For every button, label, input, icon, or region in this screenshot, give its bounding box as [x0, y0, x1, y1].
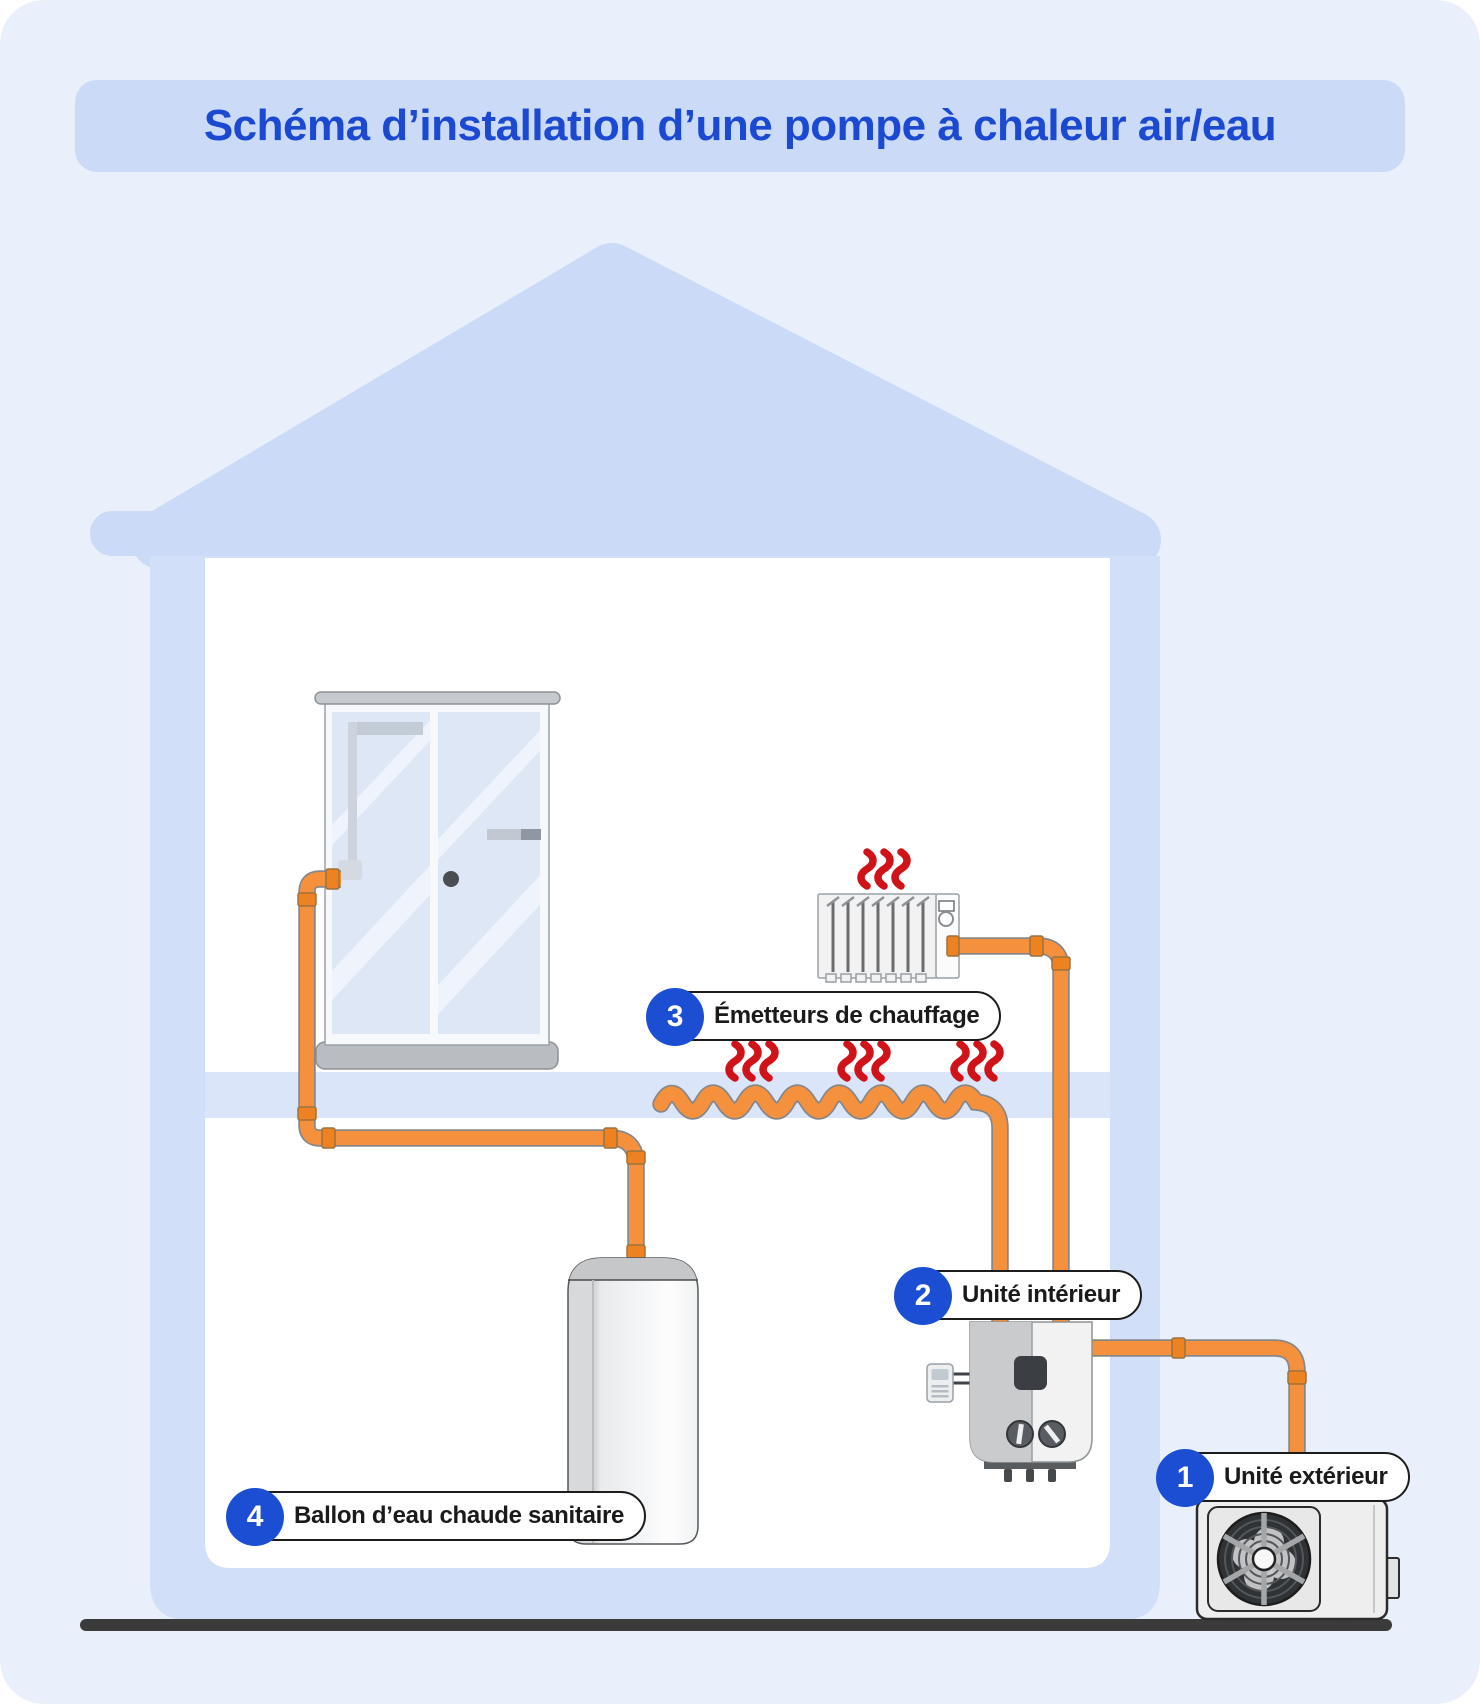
shower-head-icon — [338, 722, 423, 880]
label-text: Unité intérieur — [962, 1281, 1121, 1308]
knob-icon — [1006, 1420, 1034, 1448]
towel-bar-icon — [487, 829, 541, 840]
title-banner: Schéma d’installation d’une pompe à chal… — [75, 80, 1405, 172]
label-text: Ballon d’eau chaude sanitaire — [294, 1502, 625, 1529]
ground-line — [80, 1619, 1392, 1631]
glass-reflection — [332, 720, 430, 1001]
outdoor-heat-pump-unit — [1195, 1497, 1400, 1623]
number-badge: 3 — [646, 988, 704, 1046]
number-badge: 2 — [894, 1267, 952, 1325]
fan-icon — [1216, 1511, 1312, 1607]
underfloor-heating-pipe — [652, 1084, 1009, 1339]
control-display — [1014, 1356, 1047, 1390]
label-hot-water-tank: 4 Ballon d’eau chaude sanitaire — [226, 1488, 647, 1546]
pipe-shower-to-tank — [298, 870, 645, 1262]
label-indoor-unit: 2 Unité intérieur — [894, 1267, 1143, 1325]
label-text: Émetteurs de chauffage — [714, 1002, 980, 1029]
radiator — [817, 893, 960, 983]
indoor-heat-pump-unit — [926, 1321, 1093, 1482]
house-roof — [90, 243, 1161, 569]
knob-icon — [1038, 1420, 1066, 1448]
number-badge: 4 — [226, 1488, 284, 1546]
label-heat-emitters: 3 Émetteurs de chauffage — [646, 988, 1002, 1046]
page-title: Schéma d’installation d’une pompe à chal… — [203, 101, 1277, 150]
glass-reflection — [438, 730, 540, 1015]
thermostat — [926, 1363, 954, 1403]
label-outdoor-unit: 1 Unité extérieur — [1156, 1449, 1410, 1507]
pipe-couplings — [297, 868, 1307, 1385]
label-text: Unité extérieur — [1224, 1463, 1388, 1490]
number-badge: 1 — [1156, 1449, 1214, 1507]
door-knob-icon — [443, 871, 459, 887]
hot-water-tank — [567, 1257, 699, 1545]
